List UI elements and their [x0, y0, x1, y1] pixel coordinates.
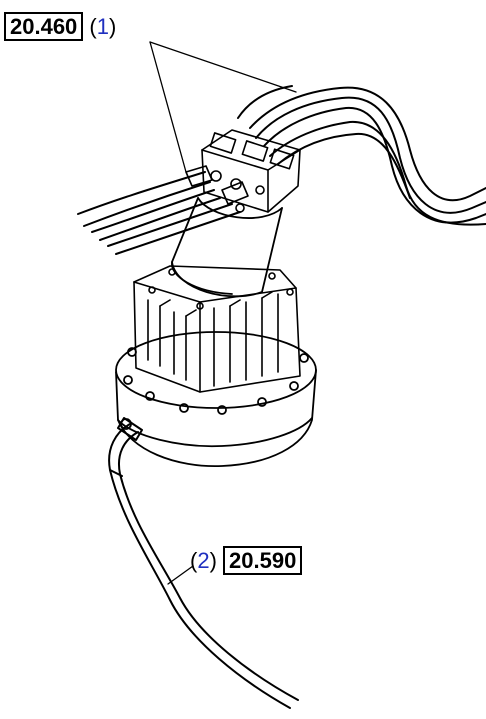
valve-block: [185, 129, 301, 213]
callout-1-open: (: [89, 14, 97, 39]
callout-2-number: 2: [197, 548, 210, 573]
callout-2-close: ): [209, 548, 217, 573]
leader-line-2: [167, 565, 194, 585]
callout-1-close: ): [109, 14, 117, 39]
lower-hose: [108, 417, 299, 709]
gearbox-housing: [133, 265, 301, 393]
callout-1: 20.460 (1): [4, 12, 116, 41]
callout-1-number: 1: [96, 14, 109, 39]
callout-2: (2) 20.590: [190, 546, 303, 575]
leader-lines-1: [149, 41, 297, 173]
mounting-flange: [115, 331, 317, 467]
hose-bundle-right: [237, 85, 486, 226]
callout-2-open: (: [190, 548, 198, 573]
motor-cylinder: [171, 197, 283, 298]
callout-2-ref: 20.590: [223, 546, 303, 575]
callout-1-ref: 20.460: [4, 12, 84, 41]
hose-bundle-left: [77, 171, 241, 255]
